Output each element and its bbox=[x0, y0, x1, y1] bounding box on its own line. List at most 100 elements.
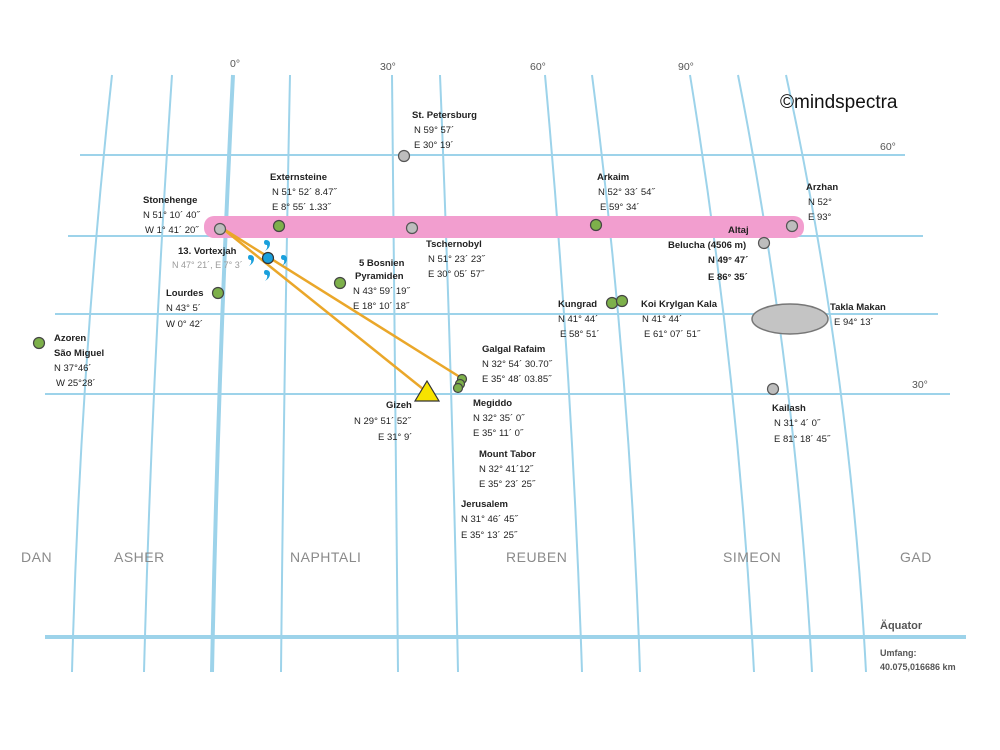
azoren-lon: W 25°28´ bbox=[56, 378, 96, 389]
line-vortex-galgal bbox=[221, 226, 464, 381]
label-megiddo: Megiddo N 32° 35´ 0˝ E 35° 11´ 0˝ bbox=[473, 398, 525, 439]
jerusalem-lat: N 31° 46´ 45˝ bbox=[461, 514, 518, 525]
label-arkaim: Arkaim N 52° 33´ 54˝ E 59° 34´ bbox=[597, 172, 655, 213]
label-externsteine: Externsteine N 51° 52´ 8.47˝ E 8° 55´ 1.… bbox=[270, 172, 337, 213]
marker-vortexjah[interactable] bbox=[261, 251, 275, 265]
azoren-name2: São Miguel bbox=[54, 348, 104, 359]
koi-lat: N 41° 44´ bbox=[642, 314, 682, 325]
marker-bosnien[interactable] bbox=[333, 276, 347, 290]
galgal-lat: N 32° 54´ 30.70˝ bbox=[482, 359, 553, 370]
bosnien-lat: N 43° 59´ 19˝ bbox=[353, 286, 410, 297]
kungrad-name: Kungrad bbox=[558, 299, 597, 310]
kailash-lat: N 31° 4´ 0˝ bbox=[774, 418, 821, 429]
tribe-reuben: REUBEN bbox=[506, 549, 567, 565]
latitude-band bbox=[204, 216, 804, 238]
arzhan-name: Arzhan bbox=[806, 182, 838, 193]
marker-arkaim[interactable] bbox=[589, 218, 603, 232]
label-arzhan: Arzhan N 52° E 93° bbox=[806, 182, 838, 223]
marker-lourdes[interactable] bbox=[211, 286, 225, 300]
tschernobyl-lon: E 30° 05´ 57˝ bbox=[428, 269, 485, 280]
tribe-naphtali: NAPHTALI bbox=[290, 549, 361, 565]
marker-kungrad[interactable] bbox=[605, 296, 619, 310]
stonehenge-lat: N 51° 10´ 40˝ bbox=[143, 210, 200, 221]
equator-label: Äquator bbox=[880, 619, 923, 632]
marker-externsteine[interactable] bbox=[272, 219, 286, 233]
line-vortex-gizeh bbox=[221, 227, 429, 394]
lon-line-75 bbox=[591, 74, 641, 673]
marker-megiddo[interactable] bbox=[452, 382, 464, 394]
lon-line-60 bbox=[544, 74, 583, 673]
kailash-name: Kailash bbox=[772, 403, 806, 414]
st-petersburg-lon: E 30° 19´ bbox=[414, 140, 454, 151]
label-vortexjah: 13. Vortexjah N 47° 21´, E 7° 3´ bbox=[172, 246, 243, 270]
marker-altaj[interactable] bbox=[757, 236, 771, 250]
externsteine-lat: N 51° 52´ 8.47˝ bbox=[272, 187, 337, 198]
label-bosnien: 5 Bosnien Pyramiden N 43° 59´ 19˝ E 18° … bbox=[353, 258, 410, 312]
marker-koi[interactable] bbox=[615, 294, 629, 308]
bosnien-name2: Pyramiden bbox=[355, 271, 404, 282]
circumference-value: 40.075,016686 km bbox=[880, 662, 956, 672]
lourdes-lon: W 0° 42´ bbox=[166, 319, 203, 330]
altaj-name: Altaj bbox=[728, 225, 749, 236]
bosnien-name1: 5 Bosnien bbox=[359, 258, 405, 269]
lon-line-w30 bbox=[71, 74, 113, 673]
label-koi: Koi Krylgan Kala N 41° 44´ E 61° 07´ 51˝ bbox=[641, 299, 718, 340]
marker-st-petersburg[interactable] bbox=[397, 149, 411, 163]
takla-makan-area bbox=[751, 303, 829, 335]
marker-azoren[interactable] bbox=[32, 336, 46, 350]
longitude-lines bbox=[71, 74, 867, 673]
galgal-name: Galgal Rafaim bbox=[482, 344, 545, 355]
galgal-lon: E 35° 48´ 03.85˝ bbox=[482, 374, 552, 385]
connection-lines bbox=[221, 226, 464, 394]
lon-line-0 bbox=[210, 74, 235, 673]
marker-tschernobyl[interactable] bbox=[405, 221, 419, 235]
stonehenge-name: Stonehenge bbox=[143, 195, 197, 206]
label-st-petersburg: St. Petersburg N 59° 57´ E 30° 19´ bbox=[412, 110, 477, 151]
arzhan-lon: E 93° bbox=[808, 212, 832, 223]
vortex-swirl-icon bbox=[248, 240, 287, 281]
label-kungrad: Kungrad N 41° 44´ E 58° 51´ bbox=[558, 299, 600, 340]
stonehenge-lon: W 1° 41´ 20˝ bbox=[145, 225, 199, 236]
jerusalem-lon: E 35° 13´ 25˝ bbox=[461, 530, 518, 541]
label-azoren: Azoren São Miguel N 37°46´ W 25°28´ bbox=[54, 333, 104, 389]
megiddo-name: Megiddo bbox=[473, 398, 512, 409]
vortexjah-name: 13. Vortexjah bbox=[178, 246, 237, 257]
arzhan-lat: N 52° bbox=[808, 197, 832, 208]
lat-label-30: 30° bbox=[912, 379, 928, 391]
label-jerusalem: Jerusalem N 31° 46´ 45˝ E 35° 13´ 25˝ bbox=[461, 499, 518, 541]
takla-lon: E 94° 13´ bbox=[834, 317, 874, 328]
gizeh-lon: E 31° 9´ bbox=[378, 432, 412, 443]
tabor-name: Mount Tabor bbox=[479, 449, 536, 460]
megiddo-lon: E 35° 11´ 0˝ bbox=[473, 428, 524, 439]
lourdes-name: Lourdes bbox=[166, 288, 203, 299]
marker-stonehenge[interactable] bbox=[213, 222, 227, 236]
lon-line-15 bbox=[280, 74, 291, 673]
tabor-lon: E 35° 23´ 25˝ bbox=[479, 479, 536, 490]
marker-kailash[interactable] bbox=[766, 382, 780, 396]
copyright: ©mindspectra bbox=[780, 92, 898, 113]
label-altaj: Altaj Belucha (4506 m) N 49° 47´ E 86° 3… bbox=[668, 225, 749, 283]
marker-gizeh[interactable] bbox=[413, 379, 441, 402]
label-lourdes: Lourdes N 43° 5´ W 0° 42´ bbox=[166, 288, 203, 330]
lon-label-0: 0° bbox=[230, 58, 240, 70]
tribe-asher: ASHER bbox=[114, 549, 165, 565]
vortexjah-coords: N 47° 21´, E 7° 3´ bbox=[172, 260, 243, 270]
label-galgal: Galgal Rafaim N 32° 54´ 30.70˝ E 35° 48´… bbox=[482, 344, 553, 385]
arkaim-lat: N 52° 33´ 54˝ bbox=[598, 187, 655, 198]
lon-label-30: 30° bbox=[380, 61, 396, 73]
marker-arzhan[interactable] bbox=[785, 219, 799, 233]
koi-lon: E 61° 07´ 51˝ bbox=[644, 329, 701, 340]
circumference-label: Umfang: bbox=[880, 648, 917, 658]
label-tabor: Mount Tabor N 32° 41´12˝ E 35° 23´ 25˝ bbox=[479, 449, 536, 490]
azoren-name1: Azoren bbox=[54, 333, 86, 344]
lon-line-30 bbox=[391, 74, 399, 673]
lon-line-w15 bbox=[143, 74, 173, 673]
kailash-lon: E 81° 18´ 45˝ bbox=[774, 434, 831, 445]
bosnien-lon: E 18° 10´ 18˝ bbox=[353, 301, 410, 312]
tschernobyl-lat: N 51° 23´ 23˝ bbox=[428, 254, 485, 265]
tribe-dan: DAN bbox=[21, 549, 52, 565]
altaj-sub: Belucha (4506 m) bbox=[668, 240, 746, 251]
lon-label-60: 60° bbox=[530, 61, 546, 73]
kungrad-lat: N 41° 44´ bbox=[558, 314, 598, 325]
